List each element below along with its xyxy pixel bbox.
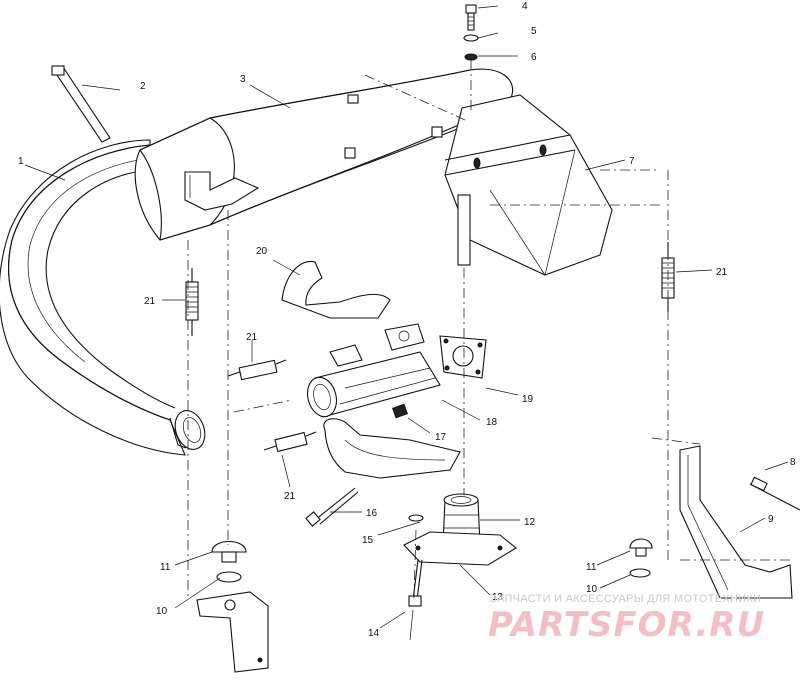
nut-part-6	[464, 53, 478, 61]
grommet-part-11-left	[211, 540, 247, 563]
upper-shield-part-20	[281, 260, 391, 319]
callout-10-left: 10	[156, 606, 168, 617]
callout-20: 20	[256, 246, 268, 257]
bolt-part-4	[465, 4, 477, 31]
callout-9: 9	[768, 514, 774, 525]
assembly-center-lines	[187, 60, 790, 600]
watermark: ЗАПЧАСТИ И АКСЕССУАРЫ ДЛЯ МОТОТЕХНИКИ PA…	[488, 593, 765, 645]
spring-part-21-b	[227, 359, 287, 381]
watermark-caption: ЗАПЧАСТИ И АКСЕССУАРЫ ДЛЯ МОТОТЕХНИКИ	[490, 593, 761, 605]
washer-part-10-right	[629, 568, 651, 578]
washer-part-5	[463, 34, 479, 42]
heat-shield-part-7	[444, 94, 613, 276]
washer-part-15	[408, 514, 424, 522]
grommet-part-11-right	[629, 538, 653, 557]
callout-6: 6	[531, 52, 537, 63]
callout-8: 8	[790, 457, 796, 468]
bolt-part-16	[305, 487, 359, 527]
callout-13: 13	[492, 592, 504, 603]
callout-19: 19	[522, 394, 534, 405]
callout-21-b: 21	[246, 332, 258, 343]
callout-5: 5	[531, 26, 537, 37]
spring-part-21-c	[263, 431, 317, 453]
leader-lines	[24, 5, 789, 629]
callout-17: 17	[435, 432, 447, 443]
callout-11-right: 11	[586, 562, 597, 573]
header-pipe-part-18	[306, 323, 441, 418]
exhaust-pipe-part-1	[0, 139, 206, 456]
callout-21-a: 21	[144, 296, 156, 307]
callout-10-right: 10	[586, 584, 598, 595]
stud-part-17	[392, 403, 408, 419]
cable-part-8	[749, 476, 800, 511]
callout-11-left: 11	[160, 562, 171, 573]
callout-labels: 1 2 3 4 5 6 7 8 9 10 10 11 11 12 13 14 1…	[18, 1, 796, 639]
lower-shield	[323, 418, 461, 479]
spring-part-21-a	[185, 268, 199, 336]
callout-21-c: 21	[284, 491, 296, 502]
gasket-part-19	[439, 335, 487, 379]
callout-12: 12	[524, 517, 536, 528]
callout-1: 1	[18, 156, 24, 167]
watermark-logo: PARTSFOR.RU	[488, 605, 765, 645]
right-bracket-part-9	[679, 445, 793, 599]
washer-part-10-left	[216, 571, 242, 583]
silencer-bracket	[184, 171, 260, 211]
callout-18: 18	[486, 417, 498, 428]
mount-plate-part-13	[403, 531, 517, 566]
callout-21-d: 21	[716, 267, 728, 278]
callout-2: 2	[140, 81, 146, 92]
callout-15: 15	[362, 535, 374, 546]
bolt-part-14	[408, 559, 423, 641]
callout-16: 16	[366, 508, 378, 519]
left-mount-bracket	[196, 591, 269, 673]
callout-4: 4	[522, 1, 528, 12]
clamp-strap-part-2	[51, 65, 111, 143]
callout-7: 7	[629, 156, 635, 167]
callout-14: 14	[368, 628, 380, 639]
callout-3: 3	[240, 74, 246, 85]
